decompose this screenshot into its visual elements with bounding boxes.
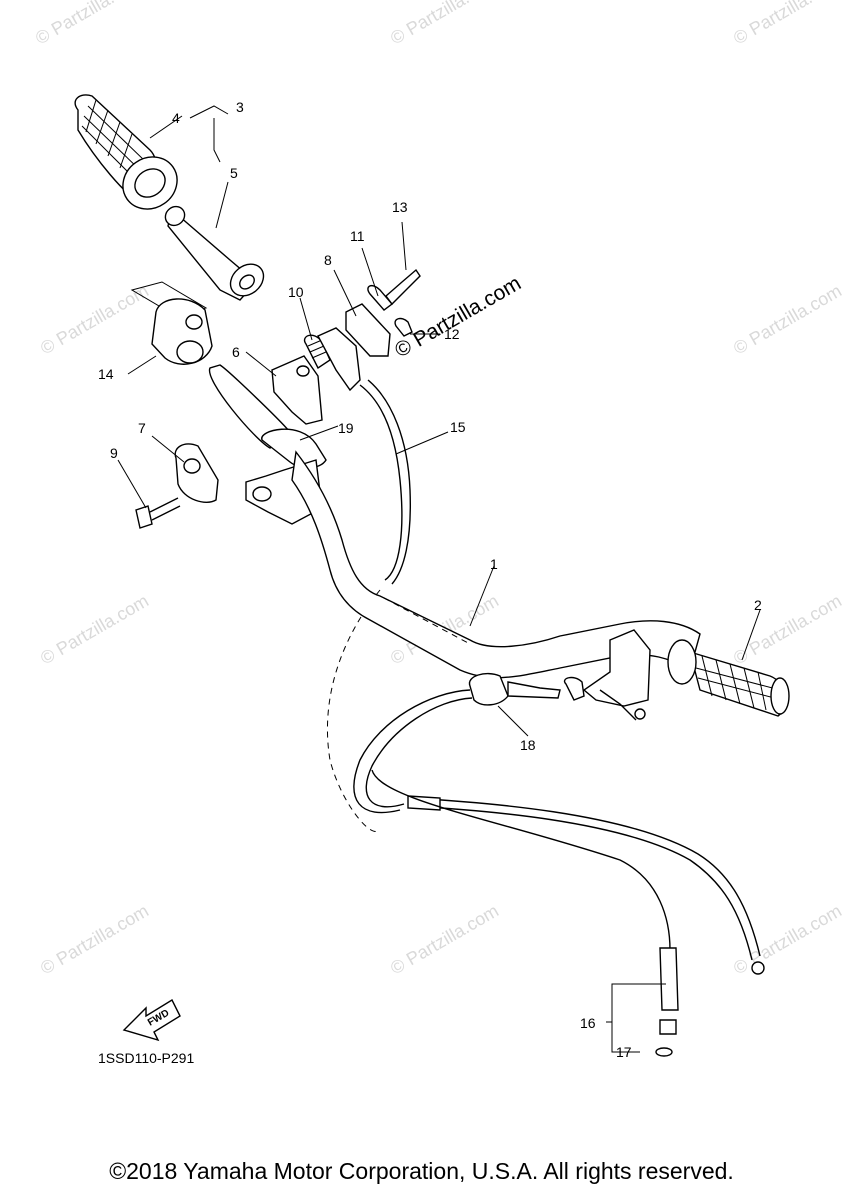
callout-1: 1 [490,556,498,572]
leader-lines [117,105,761,1053]
watermark: © Partzilla.com [37,590,152,668]
watermark: © Partzilla.com [32,0,147,48]
callout-4: 4 [172,110,180,126]
callout-18: 18 [520,737,536,753]
copyright-notice: ©2018 Yamaha Motor Corporation, U.S.A. A… [109,1158,734,1184]
clutch-cable [353,689,765,1035]
callout-10: 10 [288,284,304,300]
cable-adjuster [468,672,585,706]
callout-5: 5 [230,165,238,181]
watermark: © Partzilla.com [37,900,152,978]
watermark: © Partzilla.com [730,0,843,48]
callout-3: 3 [236,99,244,115]
left-grip [74,94,178,210]
throttle-housing [130,281,213,365]
callouts: 3 4 5 13 11 8 10 12 6 14 15 7 19 9 1 2 1… [98,99,762,1060]
callout-9: 9 [110,445,118,461]
callout-17: 17 [616,1044,632,1060]
callout-12: 12 [444,326,460,342]
throttle-cover-lower [174,443,219,503]
callout-2: 2 [754,597,762,613]
throttle-tube [164,205,265,301]
o-ring [655,1047,673,1057]
right-grip [667,639,790,717]
throttle-cover-upper [271,355,323,425]
clutch-lever-bracket [582,629,651,721]
callout-7: 7 [138,420,146,436]
screw [135,497,181,529]
callout-15: 15 [450,419,466,435]
watermark: © Partzilla.com [387,900,502,978]
watermark: © Partzilla.com [387,0,502,48]
callout-11: 11 [350,228,365,244]
callout-6: 6 [232,344,240,360]
watermark-layer: © Partzilla.com © Partzilla.com © Partzi… [32,0,843,978]
throttle-cable [317,327,412,833]
watermark: © Partzilla.com [730,280,843,358]
diagram-code: 1SSD110-P291 [98,1050,194,1066]
callout-14: 14 [98,366,114,382]
fwd-arrow-icon: FWD [122,999,181,1042]
callout-13: 13 [392,199,408,215]
callout-16: 16 [580,1015,596,1031]
cable-plate [345,268,421,357]
watermark: © Partzilla.com [730,590,843,668]
callout-8: 8 [324,252,332,268]
callout-19: 19 [338,420,354,436]
